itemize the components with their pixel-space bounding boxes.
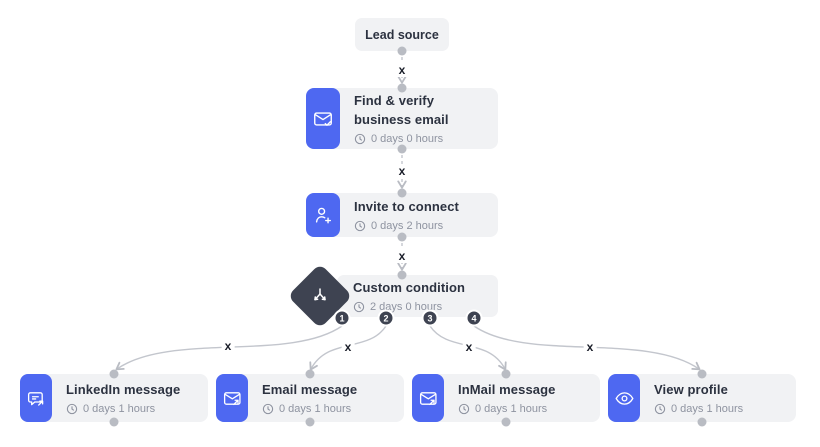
node-title: Email message — [262, 382, 358, 398]
node-title: Invite to connect — [354, 199, 459, 215]
delete-connection-icon[interactable]: x — [462, 340, 476, 354]
node-title: Find & verify business email — [354, 93, 449, 127]
node-title: Custom condition — [353, 280, 466, 296]
delete-connection-icon[interactable]: x — [395, 249, 409, 263]
delete-connection-icon[interactable]: x — [583, 340, 597, 354]
clock-icon — [66, 403, 78, 415]
eye-icon — [608, 374, 640, 422]
node-find-verify-email[interactable]: Find & verify business email 0 days 0 ho… — [306, 88, 498, 149]
clock-icon — [353, 301, 365, 313]
delete-connection-icon[interactable]: x — [341, 340, 355, 354]
connection-port[interactable] — [397, 46, 407, 56]
branch-number-4[interactable]: 4 — [465, 309, 483, 327]
clock-icon — [458, 403, 470, 415]
connection-port[interactable] — [397, 144, 407, 154]
clock-icon — [354, 133, 366, 145]
chat-forward-icon — [20, 374, 52, 422]
node-title: LinkedIn message — [66, 382, 181, 398]
connection-port[interactable] — [501, 369, 511, 379]
connection-port[interactable] — [305, 369, 315, 379]
node-custom-condition[interactable]: Custom condition 2 days 0 hours — [337, 275, 498, 317]
delete-connection-icon[interactable]: x — [395, 164, 409, 178]
node-linkedin-message[interactable]: LinkedIn message 0 days 1 hours — [20, 374, 208, 422]
node-title: View profile — [654, 382, 728, 398]
connection-port[interactable] — [109, 417, 119, 427]
node-title: InMail message — [458, 382, 556, 398]
node-duration: 0 days 2 hours — [354, 220, 459, 232]
connection-port[interactable] — [109, 369, 119, 379]
connection-port[interactable] — [305, 417, 315, 427]
connection-port[interactable] — [501, 417, 511, 427]
branch-number-2[interactable]: 2 — [377, 309, 395, 327]
node-duration: 0 days 1 hours — [654, 403, 743, 415]
connection-port[interactable] — [697, 369, 707, 379]
node-title: Lead source — [365, 27, 439, 42]
node-duration: 0 days 1 hours — [66, 403, 180, 415]
node-duration: 0 days 0 hours — [354, 133, 486, 145]
email-forward-icon — [216, 374, 248, 422]
delete-connection-icon[interactable]: x — [221, 339, 235, 353]
email-check-icon — [306, 88, 340, 149]
node-duration: 2 days 0 hours — [353, 301, 465, 313]
email-forward-icon — [412, 374, 444, 422]
connection-port[interactable] — [397, 270, 407, 280]
node-invite-to-connect[interactable]: Invite to connect 0 days 2 hours — [306, 193, 498, 237]
clock-icon — [262, 403, 274, 415]
connection-port[interactable] — [397, 83, 407, 93]
clock-icon — [654, 403, 666, 415]
branch-icon — [287, 263, 353, 329]
node-duration: 0 days 1 hours — [262, 403, 357, 415]
branch-number-3[interactable]: 3 — [421, 309, 439, 327]
node-inmail-message[interactable]: InMail message 0 days 1 hours — [412, 374, 600, 422]
connection-port[interactable] — [697, 417, 707, 427]
user-add-icon — [306, 193, 340, 237]
node-view-profile[interactable]: View profile 0 days 1 hours — [608, 374, 796, 422]
node-lead-source[interactable]: Lead source — [355, 18, 449, 51]
delete-connection-icon[interactable]: x — [395, 63, 409, 77]
branch-number-1[interactable]: 1 — [333, 309, 351, 327]
connection-port[interactable] — [397, 232, 407, 242]
connection-port[interactable] — [397, 188, 407, 198]
clock-icon — [354, 220, 366, 232]
node-email-message[interactable]: Email message 0 days 1 hours — [216, 374, 404, 422]
node-duration: 0 days 1 hours — [458, 403, 556, 415]
